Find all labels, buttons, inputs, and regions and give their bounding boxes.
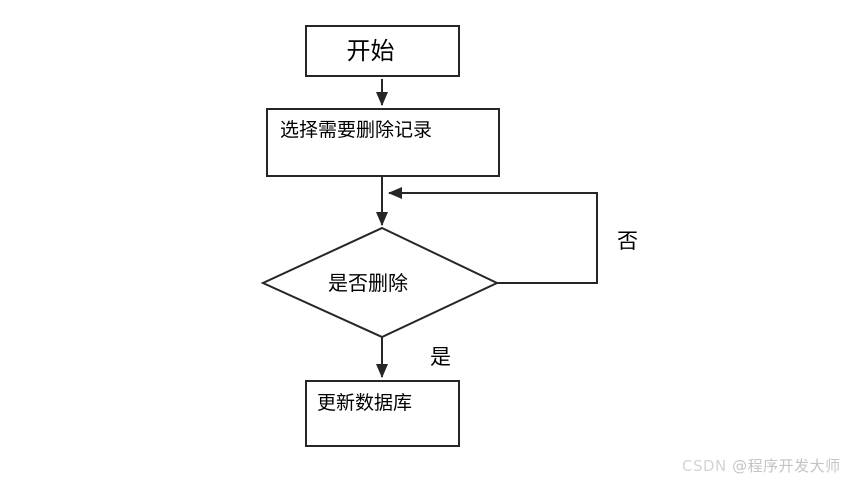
- node-start: 开始: [305, 25, 460, 77]
- node-update-database-label: 更新数据库: [317, 392, 413, 414]
- node-select-records: 选择需要删除记录: [266, 108, 500, 177]
- node-start-label: 开始: [346, 37, 395, 65]
- watermark-site: CSDN: [682, 457, 727, 475]
- edge-label-yes: 是: [430, 345, 451, 369]
- node-decision-label: 是否删除: [328, 271, 408, 295]
- node-update-database: 更新数据库: [305, 380, 460, 447]
- watermark-handle: @程序开发大师: [732, 457, 841, 475]
- node-select-records-label: 选择需要删除记录: [280, 119, 433, 141]
- edge-label-no: 否: [617, 229, 638, 253]
- watermark: CSDN @程序开发大师: [682, 455, 841, 476]
